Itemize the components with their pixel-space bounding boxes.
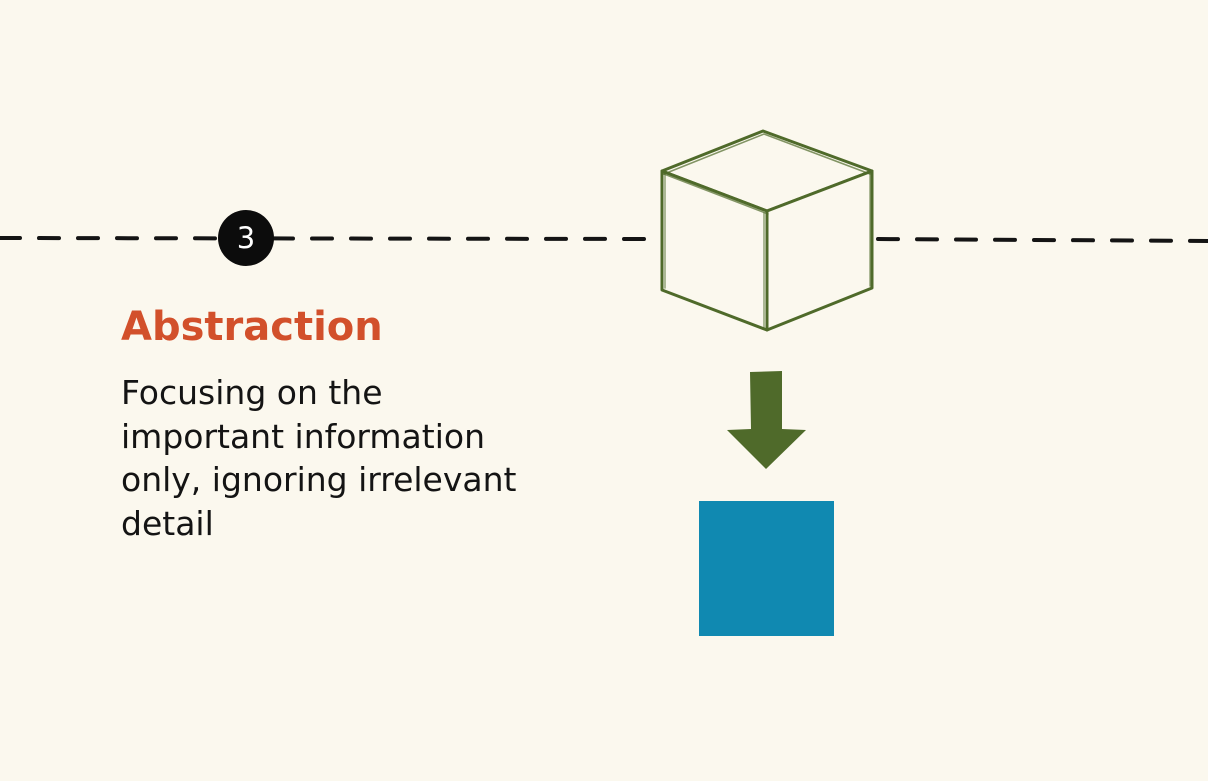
timeline-right xyxy=(876,237,1208,243)
concept-title: Abstraction xyxy=(121,304,383,350)
square-icon xyxy=(699,501,834,636)
timeline-left xyxy=(0,236,650,241)
cube-icon xyxy=(660,129,874,332)
arrow-down-icon xyxy=(727,371,806,469)
step-number-badge: 3 xyxy=(218,210,274,266)
concept-description: Focusing on the important information on… xyxy=(121,373,517,543)
